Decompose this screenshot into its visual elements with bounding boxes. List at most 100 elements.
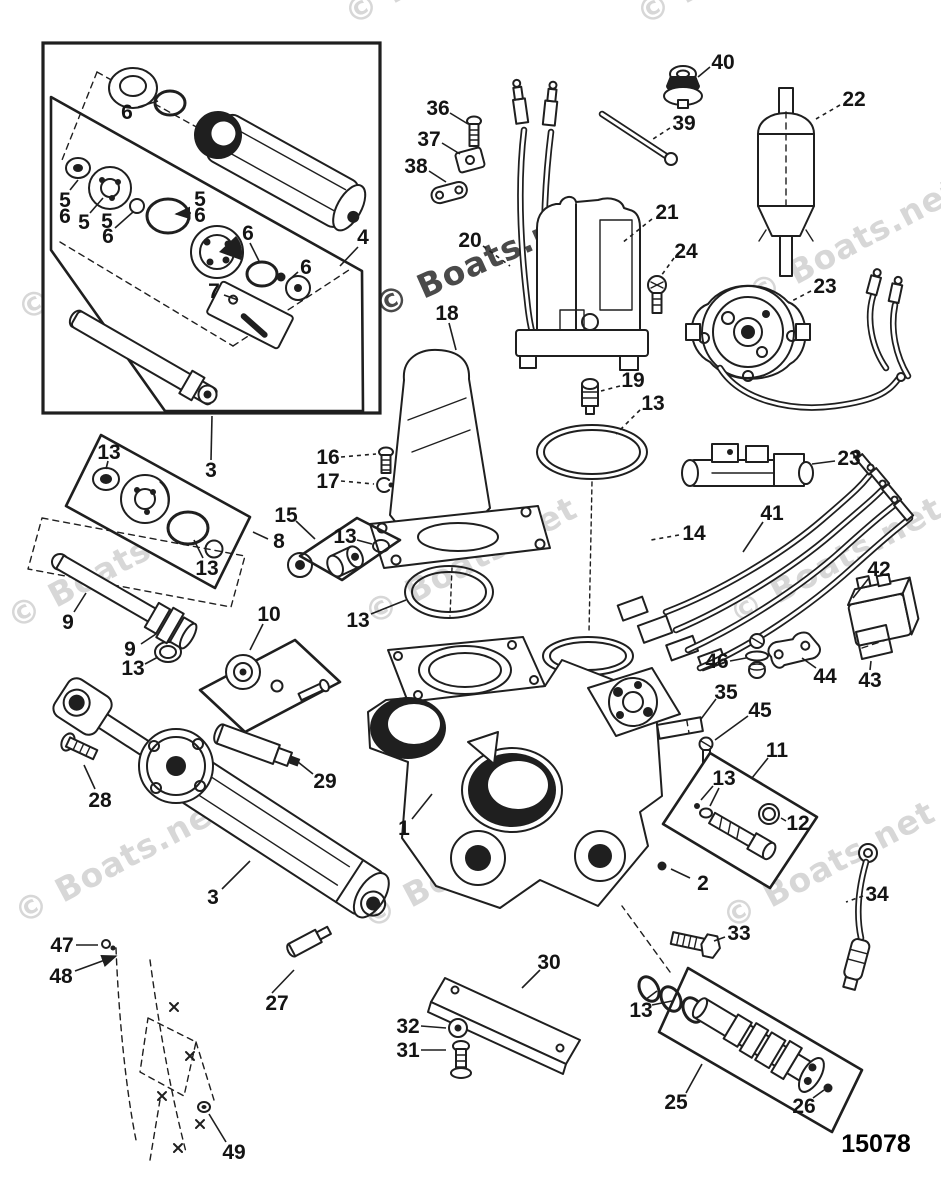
leader-line: [615, 409, 641, 435]
leader-line: [482, 245, 511, 267]
callout-44: 44: [813, 665, 837, 688]
callout-17: 17: [316, 470, 339, 493]
leader-line: [697, 66, 711, 78]
screw-24-art: [647, 275, 667, 314]
callout-12: 12: [786, 812, 809, 835]
leader-line: [852, 577, 870, 599]
bolt-33-art: [669, 931, 721, 959]
callout-36: 36: [426, 97, 449, 120]
leader-lines-layer: [69, 66, 872, 1143]
leader-line: [751, 757, 769, 779]
valve-kit-11-art: [661, 751, 819, 890]
callout-2: 2: [697, 872, 709, 895]
callout-21: 21: [655, 201, 679, 224]
leader-line: [812, 1089, 825, 1099]
leader-line: [288, 271, 299, 281]
callout-37: 37: [417, 128, 440, 151]
callout-19: 19: [621, 369, 644, 392]
callout-48: 48: [49, 965, 73, 988]
callout-9: 9: [62, 611, 74, 634]
drawing-number: 15078: [841, 1130, 911, 1158]
callout-14: 14: [682, 522, 706, 545]
inset-cylinder-art: [194, 111, 367, 232]
spacer-35-art: [656, 716, 704, 740]
callout-47: 47: [50, 934, 73, 957]
leader-line: [521, 969, 541, 989]
leader-line: [651, 1000, 673, 1006]
callout-16: 16: [316, 446, 339, 469]
leader-line: [208, 1113, 227, 1143]
callout-6: 6: [59, 205, 71, 228]
plate-15-art: [298, 516, 402, 582]
callout-30: 30: [537, 951, 560, 974]
callout-13: 13: [712, 767, 735, 790]
leader-line: [742, 521, 764, 553]
leader-line: [685, 1063, 703, 1094]
leader-line: [815, 104, 841, 120]
callout-6: 6: [242, 222, 254, 245]
callout-8: 8: [273, 530, 285, 553]
leader-line: [644, 990, 658, 1001]
callout-42: 42: [867, 558, 890, 581]
watermark-text: © Boats.net: [629, 0, 855, 33]
callout-13: 13: [641, 392, 664, 415]
callout-3: 3: [205, 459, 217, 482]
callout-26: 26: [792, 1095, 815, 1118]
rod-29-art: [213, 723, 301, 767]
callout-13: 13: [97, 441, 120, 464]
bolt-31-art: [450, 1040, 472, 1079]
leader-line: [193, 539, 204, 559]
callout-34: 34: [865, 883, 889, 906]
inset-box-art: [41, 41, 382, 415]
leader-line: [801, 657, 817, 669]
kit-10-art: [198, 638, 342, 734]
callout-13: 13: [346, 609, 369, 632]
leader-line: [252, 531, 269, 540]
pin-39-art: [598, 110, 678, 166]
callout-35: 35: [714, 681, 738, 704]
callout-13: 13: [121, 657, 144, 680]
leader-line: [700, 785, 714, 801]
leader-line: [709, 787, 720, 807]
grommet-40-art: [663, 65, 703, 109]
callout-38: 38: [404, 155, 428, 178]
callout-20: 20: [458, 229, 481, 252]
motor-wires-right-art: [865, 268, 912, 380]
callout-13: 13: [333, 525, 356, 548]
leader-line: [271, 969, 295, 994]
reservoir-21-art: [515, 196, 667, 415]
callout-6: 6: [121, 101, 133, 124]
callout-13: 13: [195, 557, 218, 580]
callout-5: 5: [78, 211, 90, 234]
leader-line: [428, 170, 447, 183]
leader-line: [621, 218, 653, 244]
cover-18-art: [287, 348, 551, 578]
pad-43-art: [855, 624, 893, 660]
leader-line: [73, 592, 87, 613]
leader-line: [295, 520, 316, 540]
callout-29: 29: [313, 770, 336, 793]
callout-46: 46: [705, 650, 728, 673]
harness-41-art: [616, 449, 915, 672]
leader-line: [339, 246, 359, 267]
inset-plate-art: [206, 280, 294, 350]
leader-line: [105, 460, 109, 470]
callout-15: 15: [274, 504, 298, 527]
callout-11: 11: [766, 739, 789, 762]
leader-line: [600, 385, 621, 392]
leader-line: [210, 415, 213, 461]
leader-line: [140, 633, 157, 645]
callout-9: 9: [124, 638, 136, 661]
callout-13: 13: [629, 999, 652, 1022]
pump-motor-23-art: [685, 284, 811, 382]
callout-41: 41: [760, 502, 784, 525]
leader-line: [340, 480, 375, 485]
leader-line: [83, 764, 96, 790]
leader-line: [221, 860, 251, 890]
leader-line: [137, 100, 159, 108]
leader-line: [650, 534, 680, 541]
leader-line: [660, 257, 675, 277]
leader-line: [144, 656, 159, 665]
callout-40: 40: [711, 51, 734, 74]
